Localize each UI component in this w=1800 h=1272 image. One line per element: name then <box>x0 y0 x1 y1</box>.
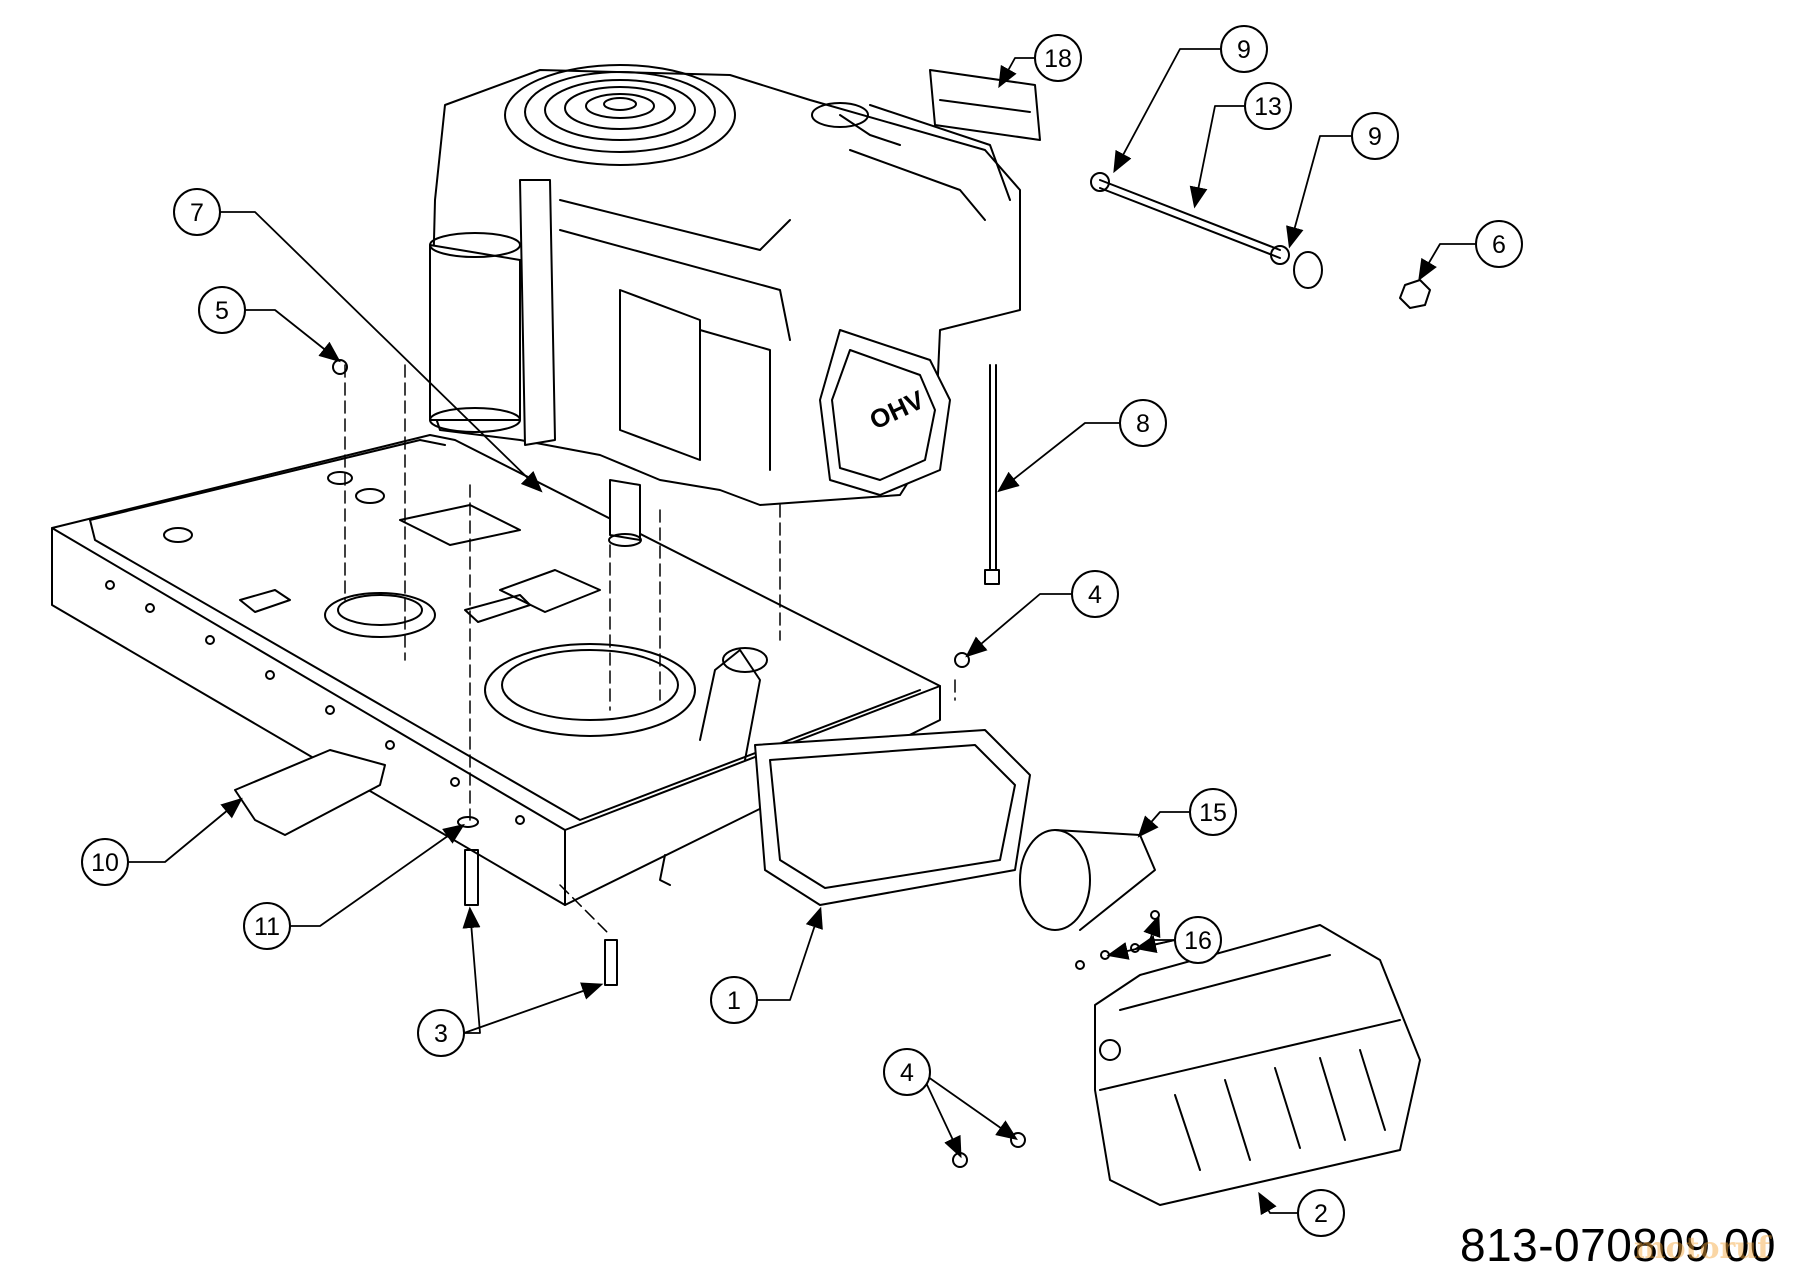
callout-1: 1 <box>710 976 758 1024</box>
callouts: 18 9 13 9 6 7 5 8 4 15 16 10 11 3 1 <box>81 25 1523 1237</box>
callout-4-lower: 4 <box>883 1048 931 1096</box>
muffler <box>699 647 1031 906</box>
callout-18: 18 <box>1034 34 1082 82</box>
alignment-dashes <box>344 364 956 936</box>
svg-text:8: 8 <box>1136 410 1150 438</box>
svg-text:6: 6 <box>1492 231 1506 259</box>
callout-2: 2 <box>1297 1189 1345 1237</box>
leader-lines <box>127 48 1477 1216</box>
watermark-logo: motoruf <box>1633 1231 1770 1266</box>
svg-text:5: 5 <box>215 297 229 325</box>
callout-7: 7 <box>173 188 221 236</box>
svg-text:9: 9 <box>1368 123 1382 151</box>
svg-text:11: 11 <box>254 913 280 941</box>
svg-text:16: 16 <box>1184 927 1212 955</box>
callout-10: 10 <box>81 838 129 886</box>
svg-text:4: 4 <box>900 1059 914 1087</box>
callout-8: 8 <box>1119 399 1167 447</box>
callout-6: 6 <box>1475 220 1523 268</box>
drawing-number: 813-070809 00 <box>1459 1219 1776 1271</box>
svg-text:7: 7 <box>190 199 204 227</box>
callout-4-upper: 4 <box>1071 570 1119 618</box>
chassis-frame <box>51 434 941 906</box>
callout-9-right: 9 <box>1351 112 1399 160</box>
svg-text:1: 1 <box>727 987 741 1015</box>
callout-3: 3 <box>417 1009 465 1057</box>
callout-16: 16 <box>1174 916 1222 964</box>
svg-text:9: 9 <box>1237 36 1251 64</box>
svg-text:10: 10 <box>91 849 119 877</box>
spark-arrestor <box>1019 829 1156 931</box>
svg-text:4: 4 <box>1088 581 1102 609</box>
callout-11: 11 <box>243 902 291 950</box>
callout-9-left: 9 <box>1220 25 1268 73</box>
engine-assembly <box>429 64 1021 547</box>
heat-shield <box>1094 924 1421 1206</box>
svg-text:3: 3 <box>434 1020 448 1048</box>
svg-text:15: 15 <box>1199 799 1227 827</box>
callout-15: 15 <box>1189 788 1237 836</box>
svg-text:18: 18 <box>1044 45 1072 73</box>
svg-text:2: 2 <box>1314 1200 1328 1228</box>
callout-5: 5 <box>198 286 246 334</box>
callout-13: 13 <box>1244 82 1292 130</box>
svg-text:13: 13 <box>1254 93 1282 121</box>
